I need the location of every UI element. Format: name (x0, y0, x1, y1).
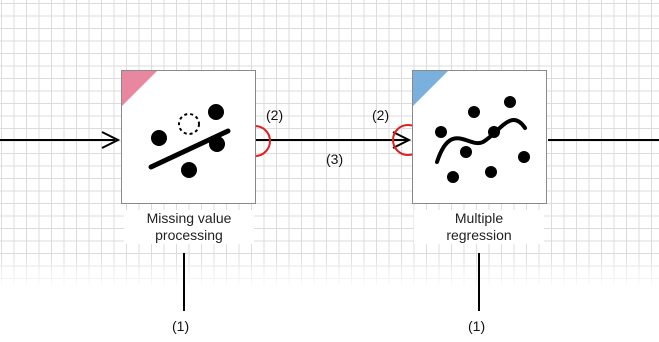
callout-output-port: (2) (266, 107, 284, 123)
node-category-corner (122, 71, 157, 106)
node-label-line: Missing value (146, 210, 232, 226)
missing-value-icon (148, 104, 231, 178)
callout-link: (3) (326, 151, 344, 167)
node-label-line: regression (446, 227, 512, 243)
node-missing-value-processing[interactable] (121, 70, 256, 204)
regression-icon (435, 96, 530, 183)
node-label-missing-value: Missing value processing (124, 210, 254, 244)
canvas-fade (0, 255, 659, 290)
node-label-multiple-regression: Multiple regression (414, 210, 544, 244)
callout-input-port: (2) (372, 107, 390, 123)
node-label-line: processing (155, 227, 223, 243)
node-multiple-regression[interactable] (412, 70, 547, 204)
callout-node-right: (1) (468, 318, 486, 334)
workflow-canvas[interactable] (0, 0, 659, 285)
node-label-line: Multiple (454, 210, 504, 226)
node-category-corner (413, 71, 448, 106)
callout-node-left: (1) (172, 318, 190, 334)
